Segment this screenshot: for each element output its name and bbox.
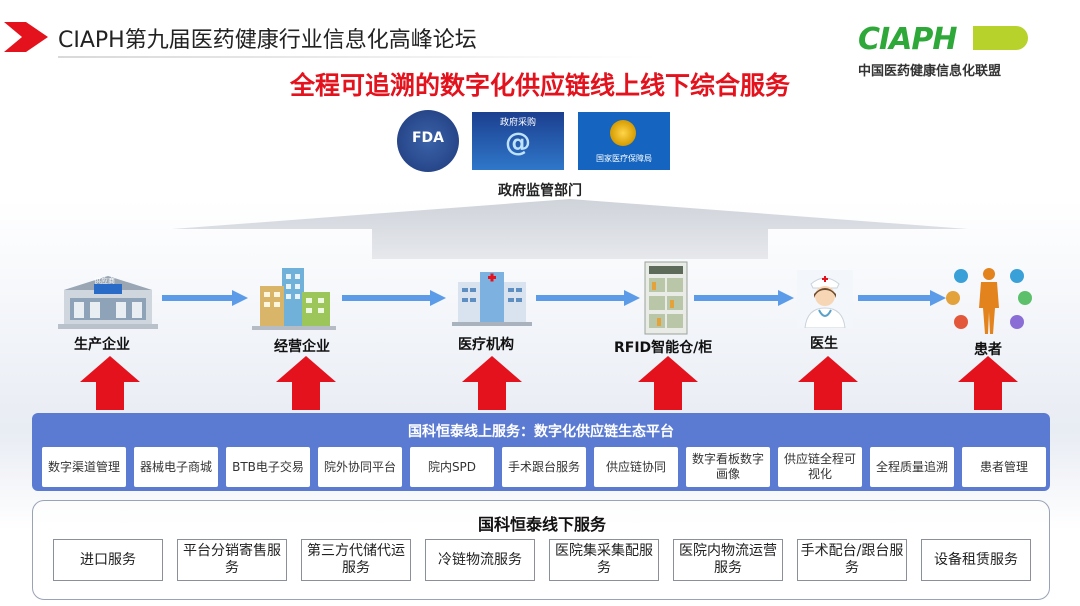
flow-arrow-icon — [536, 290, 640, 306]
supervision-arrow-icon — [172, 199, 968, 259]
offline-service-item[interactable]: 手术配台/跟台服务 — [797, 539, 907, 581]
flow-arrow-icon — [342, 290, 446, 306]
online-service-title: 国科恒泰线上服务：数字化供应链生态平台 — [408, 424, 674, 440]
page-title: 全程可追溯的数字化供应链线上线下综合服务 — [289, 71, 790, 100]
red-up-arrow-icon — [638, 356, 698, 410]
offline-service-item[interactable]: 平台分销寄售服务 — [177, 539, 287, 581]
offline-service-item[interactable]: 冷链物流服务 — [425, 539, 535, 581]
node-label-rfid-cabinet: RFID智能仓/柜 — [614, 340, 713, 356]
online-service-item[interactable]: 全程质量追溯 — [870, 447, 954, 487]
node-label-medical-institution: 医疗机构 — [458, 337, 514, 353]
national-emblem-icon — [610, 120, 636, 146]
node-label-patient: 患者 — [974, 342, 1002, 358]
gov-purchase-logo: 政府采购 @ — [472, 112, 564, 170]
buildings-icon — [252, 268, 336, 330]
red-up-arrow-icon — [798, 356, 858, 410]
node-label-manufacturer: 生产企业 — [74, 337, 130, 353]
at-symbol-icon: @ — [505, 128, 531, 158]
online-service-item[interactable]: 数字渠道管理 — [42, 447, 126, 487]
ciaph-logo: CIAPH 中国医药健康信息化联盟 — [858, 22, 1058, 82]
red-up-arrow-icon — [80, 356, 140, 410]
factory-icon — [58, 276, 158, 329]
node-label-doctor: 医生 — [810, 336, 838, 352]
online-service-item[interactable]: 手术跟台服务 — [502, 447, 586, 487]
offline-service-item[interactable]: 第三方代储代运服务 — [301, 539, 411, 581]
red-up-arrow-icon — [276, 356, 336, 410]
logo-swoosh-icon — [973, 26, 1028, 50]
offline-service-item[interactable]: 进口服务 — [53, 539, 163, 581]
gov-purchase-label: 政府采购 — [499, 118, 536, 128]
offline-service-item[interactable]: 设备租赁服务 — [921, 539, 1031, 581]
online-service-item[interactable]: 患者管理 — [962, 447, 1046, 487]
logo-subtitle: 中国医药健康信息化联盟 — [858, 64, 1002, 79]
red-chevron-icon — [4, 22, 48, 52]
node-label-distributor: 经营企业 — [274, 339, 330, 355]
smart-cabinet-icon — [644, 261, 688, 335]
nhsa-label: 国家医疗保障局 — [596, 154, 652, 163]
patient-icon — [946, 268, 1032, 334]
fda-logo-text: FDA — [411, 130, 445, 146]
online-service-item[interactable]: 器械电子商城 — [134, 447, 218, 487]
header-title: CIAPH第九届医药健康行业信息化高峰论坛 — [58, 28, 477, 53]
factory-sign: 供应商 — [94, 277, 115, 285]
online-service-item[interactable]: 数字看板数字画像 — [686, 447, 770, 487]
offline-service-item[interactable]: 医院集采集配服务 — [549, 539, 659, 581]
online-service-item[interactable]: 院内SPD — [410, 447, 494, 487]
header-divider — [58, 56, 658, 58]
online-service-item[interactable]: 供应链协同 — [594, 447, 678, 487]
flow-arrow-icon — [694, 290, 794, 306]
online-service-platform: 国科恒泰线上服务：数字化供应链生态平台 数字渠道管理 器械电子商城 BTB电子交… — [32, 413, 1050, 491]
flow-arrow-icon — [858, 290, 946, 306]
offline-service-title: 国科恒泰线下服务 — [477, 515, 606, 534]
offline-service-panel: 国科恒泰线下服务 进口服务 平台分销寄售服务 第三方代储代运服务 冷链物流服务 … — [32, 500, 1050, 600]
gov-supervision-label: 政府监管部门 — [498, 183, 582, 199]
online-service-item[interactable]: 供应链全程可视化 — [778, 447, 862, 487]
fda-logo: FDA — [397, 110, 459, 172]
online-service-item[interactable]: BTB电子交易 — [226, 447, 310, 487]
flow-arrow-icon — [162, 290, 248, 306]
online-service-item[interactable]: 院外协同平台 — [318, 447, 402, 487]
doctor-icon — [797, 270, 853, 328]
hospital-icon — [452, 272, 532, 326]
nhsa-logo: 国家医疗保障局 — [578, 112, 670, 170]
red-up-arrow-icon — [462, 356, 522, 410]
offline-service-item[interactable]: 医院内物流运营服务 — [673, 539, 783, 581]
logo-wordmark: CIAPH — [858, 22, 958, 57]
red-up-arrow-icon — [958, 356, 1018, 410]
